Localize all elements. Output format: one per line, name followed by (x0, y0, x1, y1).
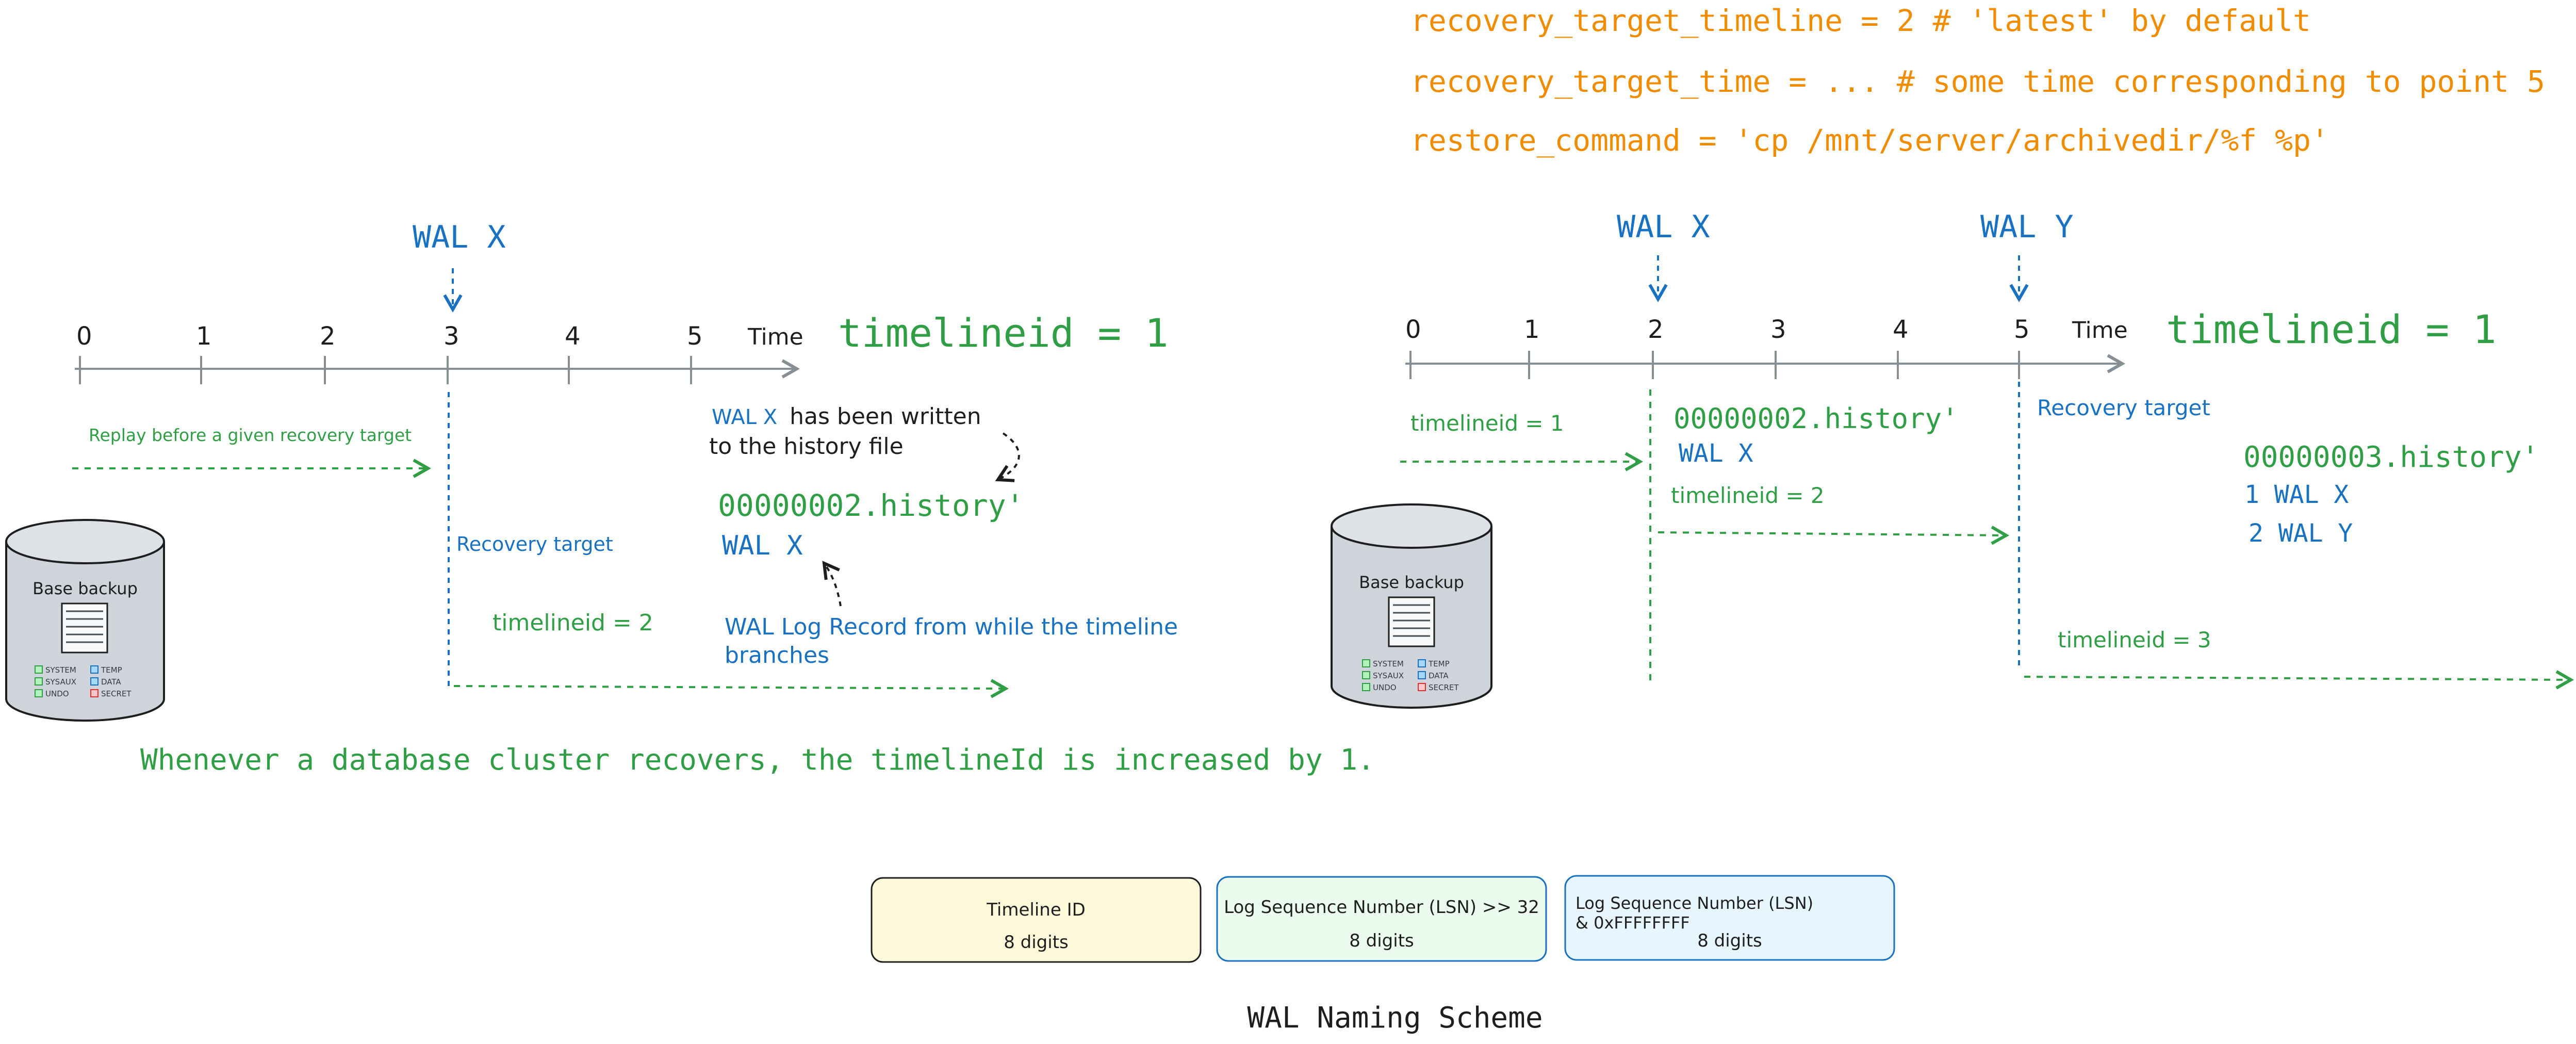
right-legend-sysaux: SYSAUX (1373, 671, 1404, 680)
right-base-backup: Base backup SYSTEM TEMP SYSAUX DATA UNDO… (1331, 503, 1492, 709)
left-timeline: WAL X 0 1 2 3 4 5 Time timelineid = 1 Re… (72, 219, 1375, 777)
right-history2-wal-x: WAL X (1679, 439, 1753, 468)
right-tick-2: 2 (1648, 315, 1664, 344)
right-timelineid-title: timelineid = 1 (2166, 306, 2497, 352)
right-history3-line1: 1 WAL X (2244, 480, 2349, 509)
right-tick-0: 0 (1405, 315, 1421, 344)
right-tick-1: 1 (1524, 315, 1540, 344)
right-timeline: WAL X WAL Y 0 1 2 3 4 5 Time timelineid … (1400, 209, 2574, 690)
left-tick-4: 4 (565, 322, 581, 351)
left-note-line1: WAL X has been written (712, 403, 981, 430)
right-wal-y-label: WAL Y (1980, 209, 2074, 245)
naming-box1-digits: 8 digits (1004, 932, 1069, 953)
right-tick-3: 3 (1770, 315, 1786, 344)
left-wal-record-line1: WAL Log Record from while the timeline (725, 614, 1178, 640)
left-legend-temp: TEMP (101, 665, 122, 675)
left-tick-1: 1 (196, 322, 212, 351)
right-history3-file: 00000003.history' (2243, 441, 2539, 474)
right-timelineid-2: timelineid = 2 (1671, 483, 1825, 508)
config-time-line: recovery_target_time = ... # some time c… (1410, 64, 2545, 99)
right-history2-file: 00000002.history' (1673, 402, 1959, 435)
right-wal-x-label: WAL X (1617, 209, 1710, 245)
naming-box2-digits: 8 digits (1349, 931, 1414, 951)
right-timeline-3-arrow (2024, 670, 2574, 690)
naming-box2-title: Log Sequence Number (LSN) >> 32 (1224, 897, 1539, 918)
right-recovery-target-label: Recovery target (2037, 395, 2210, 420)
left-wal-record-line2: branches (725, 642, 829, 668)
right-backup-server-icon (1388, 596, 1435, 647)
left-legend-data: DATA (101, 677, 121, 687)
right-timeline-2-arrow (1658, 526, 2010, 545)
naming-box3-digits: 8 digits (1697, 931, 1762, 951)
left-backup-title: Base backup (32, 579, 138, 598)
left-wal-x-label: WAL X (413, 219, 506, 255)
left-note-line2: to the history file (709, 433, 904, 460)
left-legend-sysaux: SYSAUX (45, 677, 76, 687)
left-replay-label: Replay before a given recovery target (89, 425, 412, 445)
left-tick-0: 0 (76, 322, 92, 351)
left-tick-3: 3 (444, 322, 460, 351)
naming-box-lsn-high (1216, 876, 1547, 962)
left-tick-2: 2 (320, 322, 336, 351)
naming-box-timeline-id (871, 877, 1202, 963)
config-restore-line: restore_command = 'cp /mnt/server/archiv… (1410, 123, 2329, 158)
left-timeline-2-arrow (453, 679, 1009, 698)
left-note-written: has been written (790, 403, 981, 430)
right-timelineid-1: timelineid = 1 (1410, 411, 1564, 436)
right-legend-undo: UNDO (1373, 683, 1397, 692)
right-time-label: Time (2072, 317, 2128, 344)
left-wal-record-arrow (822, 561, 842, 607)
left-note-curved-arrow (995, 432, 1020, 482)
config-timeline-line: recovery_target_timeline = 2 # 'latest' … (1410, 3, 2311, 38)
naming-box3-title-1: Log Sequence Number (LSN) (1576, 893, 1813, 913)
right-history3-line2: 2 WAL Y (2249, 519, 2353, 548)
left-legend-system: SYSTEM (45, 665, 76, 675)
left-history-file: 00000002.history' (718, 488, 1024, 523)
left-backup-server-icon (61, 602, 108, 654)
right-legend-data: DATA (1429, 671, 1449, 680)
naming-box3-title-2: & 0xFFFFFFFF (1576, 913, 1690, 933)
left-time-label: Time (747, 324, 803, 350)
right-legend-system: SYSTEM (1373, 659, 1404, 668)
left-recovery-target-label: Recovery target (456, 533, 613, 556)
left-history-wal-x: WAL X (722, 530, 803, 561)
wal-naming-scheme: Timeline ID 8 digits Log Sequence Number… (871, 875, 1895, 1035)
right-backup-title: Base backup (1359, 573, 1464, 592)
left-legend-undo: UNDO (45, 689, 69, 698)
right-timelineid-3: timelineid = 3 (2058, 627, 2211, 652)
naming-box-lsn-low (1564, 875, 1895, 961)
left-base-backup: Base backup SYSTEM TEMP SYSAUX DATA UNDO… (5, 519, 165, 722)
naming-box1-title: Timeline ID (986, 900, 1086, 920)
left-caption: Whenever a database cluster recovers, th… (140, 743, 1375, 777)
right-legend-temp: TEMP (1428, 659, 1450, 668)
left-tick-5: 5 (687, 322, 703, 351)
left-timelineid-2: timelineid = 2 (493, 610, 653, 636)
right-tick-5: 5 (2014, 315, 2030, 344)
right-legend-secret: SECRET (1429, 683, 1459, 692)
left-legend-secret: SECRET (101, 689, 132, 698)
naming-caption: WAL Naming Scheme (1247, 1001, 1543, 1035)
right-tick-4: 4 (1893, 315, 1909, 344)
left-note-wal-x: WAL X (712, 405, 777, 429)
left-timelineid-title: timelineid = 1 (838, 310, 1169, 356)
